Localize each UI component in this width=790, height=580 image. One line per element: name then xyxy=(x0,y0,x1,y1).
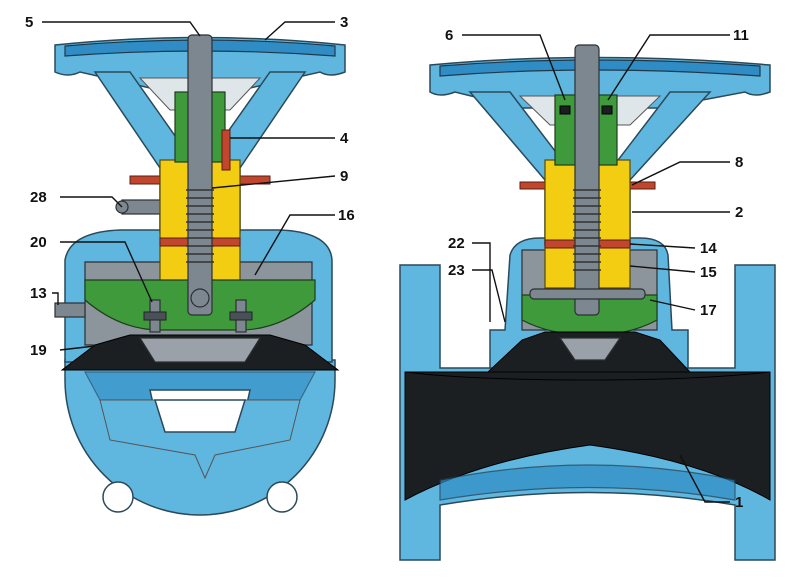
callout-9: 9 xyxy=(340,168,348,185)
valve-stem xyxy=(574,44,600,316)
diaphragm-insert xyxy=(558,337,622,361)
nut-seal xyxy=(221,129,231,171)
body-port-opening-inner xyxy=(153,399,247,433)
compressor-pin xyxy=(529,288,646,300)
seal-ring xyxy=(129,175,161,185)
callout-23: 23 xyxy=(448,262,465,279)
nut-key xyxy=(601,105,613,115)
left-valve xyxy=(54,34,346,516)
callout-14: 14 xyxy=(700,240,717,257)
handwheel-rim xyxy=(439,59,761,77)
callouts-left: 5 3 4 9 28 16 20 13 19 xyxy=(25,14,355,359)
leader-lines xyxy=(42,21,730,503)
callout-28: 28 xyxy=(30,189,47,206)
callout-6: 6 xyxy=(445,27,453,44)
callout-17: 17 xyxy=(700,302,717,319)
callout-19: 19 xyxy=(30,342,47,359)
flow-channel-lower xyxy=(404,371,771,501)
stem-pin xyxy=(190,288,210,308)
bolt-hole xyxy=(266,481,298,513)
callout-11: 11 xyxy=(733,27,749,44)
stud-nut xyxy=(143,311,167,321)
vent-port xyxy=(54,302,86,318)
callout-2: 2 xyxy=(735,204,743,221)
seal-ring xyxy=(629,181,656,190)
callout-1: 1 xyxy=(735,494,743,511)
seal-ring xyxy=(519,181,546,190)
body-rib xyxy=(99,399,301,480)
callout-8: 8 xyxy=(735,154,743,171)
callout-5: 5 xyxy=(25,14,33,31)
stem-thread xyxy=(186,189,214,263)
stud-nut xyxy=(229,311,253,321)
callout-22: 22 xyxy=(448,235,465,252)
callout-3: 3 xyxy=(340,14,348,31)
valve-stem xyxy=(187,34,213,316)
stem-thread xyxy=(573,189,601,271)
right-valve xyxy=(399,44,776,561)
weir xyxy=(439,464,736,501)
callouts-right: 6 11 8 2 22 23 14 15 17 1 xyxy=(445,27,749,511)
callout-4: 4 xyxy=(340,130,349,147)
callout-16: 16 xyxy=(338,207,355,224)
bolt-hole xyxy=(102,481,134,513)
callout-13: 13 xyxy=(30,285,47,302)
callout-20: 20 xyxy=(30,234,47,251)
diaphragm-insert xyxy=(138,337,262,363)
nut-key xyxy=(559,105,571,115)
callout-15: 15 xyxy=(700,264,717,281)
